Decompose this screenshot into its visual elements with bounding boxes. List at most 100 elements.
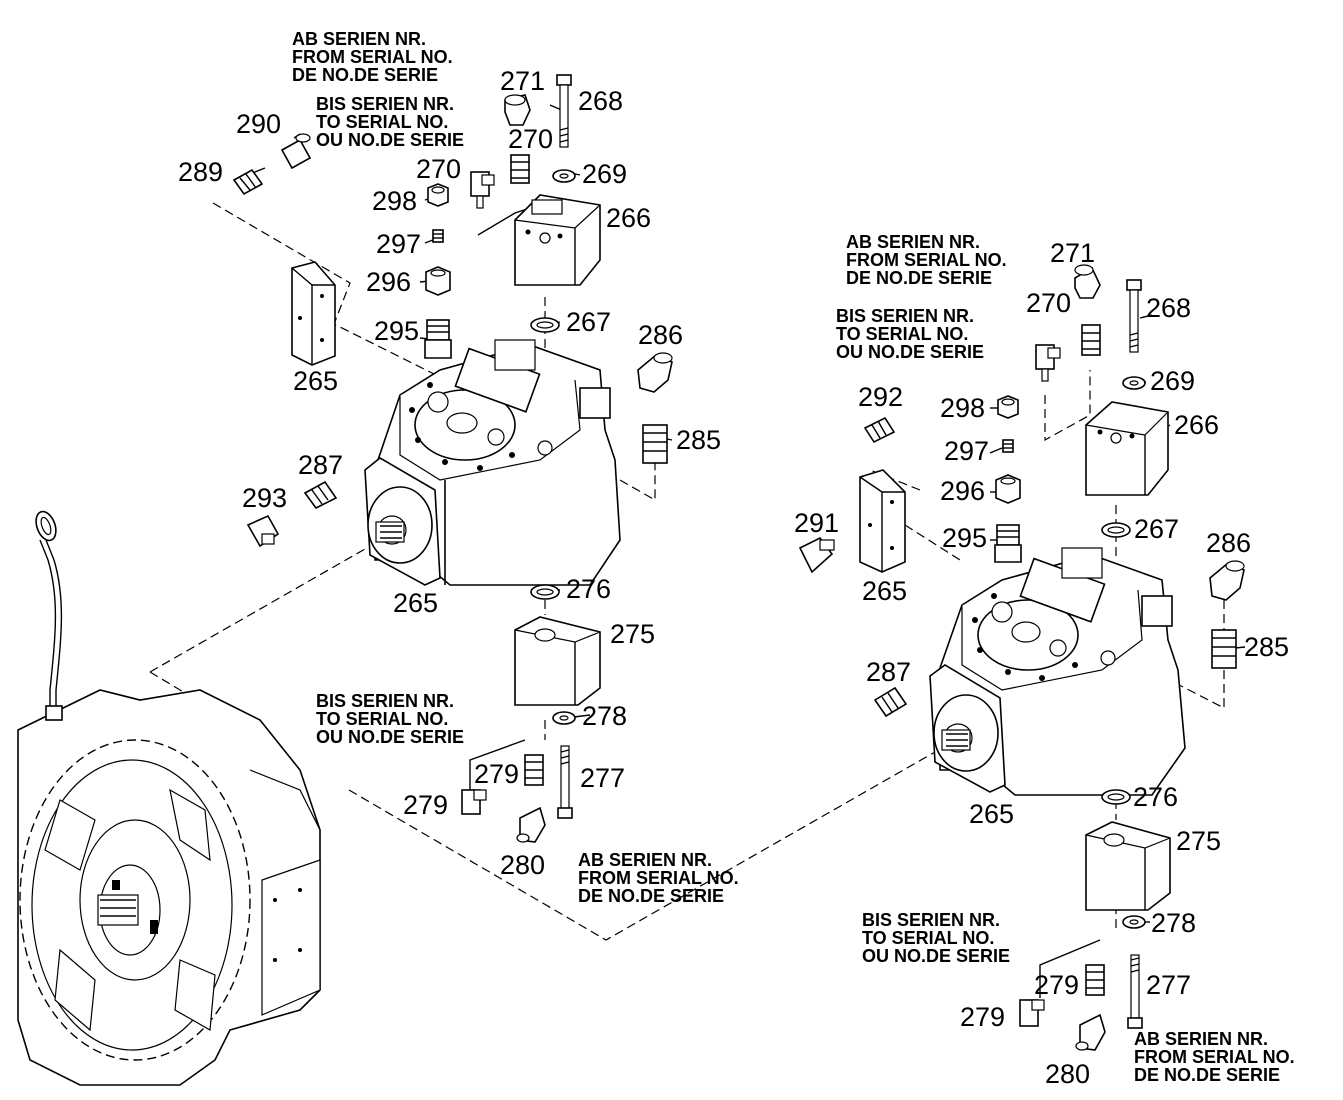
callout-289-left: 289 <box>178 157 223 187</box>
note-ab-4-line1: AB SERIEN NR. <box>1134 1029 1268 1049</box>
note-ab-4-line2: FROM SERIAL NO. <box>1134 1047 1295 1067</box>
elbow-280-left <box>516 806 546 843</box>
note-ab-3-line1: AB SERIEN NR. <box>578 850 712 870</box>
note-bis-4-line2: TO SERIAL NO. <box>862 928 994 948</box>
note-bis-2-line1: BIS SERIEN NR. <box>836 306 974 326</box>
callout-271-right: 271 <box>1050 238 1095 268</box>
callout-265-right-plate: 265 <box>862 576 907 606</box>
plate-265-left <box>291 261 336 366</box>
adapter-295-right <box>994 524 1022 563</box>
bolt-277-left <box>557 745 573 819</box>
callout-292-right: 292 <box>858 382 903 412</box>
note-ab-3-line2: FROM SERIAL NO. <box>578 868 739 888</box>
block-275-right <box>1085 821 1171 911</box>
callout-291-right: 291 <box>794 508 839 538</box>
fitting-270-left-a <box>510 154 530 184</box>
callout-293-left: 293 <box>242 483 287 513</box>
fitting-285-left <box>642 424 668 464</box>
callout-267-left: 267 <box>566 307 611 337</box>
left-assembly <box>232 74 673 843</box>
nut-298-right <box>997 395 1019 419</box>
callout-296-right: 296 <box>940 476 985 506</box>
callout-270-right: 270 <box>1026 288 1071 318</box>
note-ab-2-line1: AB SERIEN NR. <box>846 232 980 252</box>
callout-295-left: 295 <box>374 316 419 346</box>
callout-295-right: 295 <box>942 523 987 553</box>
callout-268-right: 268 <box>1146 293 1191 323</box>
nut-296-left <box>425 266 451 296</box>
callout-279-right-b: 279 <box>960 1002 1005 1032</box>
transmission-housing <box>17 510 321 1086</box>
fitting-270-right-a <box>1081 324 1101 356</box>
note-bis-3-line3: OU NO.DE SERIE <box>316 727 464 747</box>
nut-296-right <box>995 474 1021 504</box>
elbow-280-right <box>1075 1013 1106 1051</box>
callout-276-left: 276 <box>566 574 611 604</box>
callout-271-left: 271 <box>500 66 545 96</box>
note-ab-1-line1: AB SERIEN NR. <box>292 29 426 49</box>
callout-297-left: 297 <box>376 229 421 259</box>
fitting-293-left <box>246 514 280 548</box>
nut-298-left <box>427 183 449 207</box>
callout-280-left: 280 <box>500 850 545 880</box>
callout-268-left: 268 <box>578 86 623 116</box>
elbow-271-left <box>504 94 531 126</box>
callout-275-right: 275 <box>1176 826 1221 856</box>
note-ab-2-line2: FROM SERIAL NO. <box>846 250 1007 270</box>
callout-278-right: 278 <box>1151 908 1196 938</box>
note-ab-4-line3: DE NO.DE SERIE <box>1134 1065 1280 1085</box>
note-ab-1-line2: FROM SERIAL NO. <box>292 47 453 67</box>
pump-body-right <box>929 547 1186 796</box>
note-bis-1-line2: TO SERIAL NO. <box>316 112 448 132</box>
block-266-left <box>514 194 601 286</box>
callout-286-left: 286 <box>638 320 683 350</box>
callout-277-right: 277 <box>1146 970 1191 1000</box>
bolt-268-left <box>556 74 572 148</box>
callout-297-right: 297 <box>944 436 989 466</box>
callout-290-left: 290 <box>236 109 281 139</box>
callout-296-left: 296 <box>366 267 411 297</box>
callout-270-left-b: 270 <box>416 154 461 184</box>
pump-body-left <box>364 339 621 586</box>
fitting-291-right <box>798 536 835 574</box>
serial-notes: AB SERIEN NR. FROM SERIAL NO. DE NO.DE S… <box>292 29 1295 1085</box>
fitting-270-left-b <box>470 171 495 209</box>
elbow-271-right <box>1074 264 1101 299</box>
callout-266-left: 266 <box>606 203 651 233</box>
callout-275-left: 275 <box>610 619 655 649</box>
callout-265-right-pump: 265 <box>969 799 1014 829</box>
elbow-286-right <box>1209 560 1245 601</box>
fitting-279-left-a <box>524 754 544 786</box>
note-ab-2-line3: DE NO.DE SERIE <box>846 268 992 288</box>
fitting-290-left <box>280 133 312 170</box>
right-assembly <box>798 264 1245 1051</box>
elbow-286-left <box>637 352 673 393</box>
block-275-left <box>514 616 601 706</box>
callout-numbers: 290 289 271 268 270 270 269 298 266 297 … <box>178 66 1289 1089</box>
callout-277-left: 277 <box>580 763 625 793</box>
note-bis-3-line2: TO SERIAL NO. <box>316 709 448 729</box>
plate-265-right <box>859 469 906 573</box>
bolt-268-right <box>1126 279 1142 353</box>
fitting-279-right-a <box>1085 964 1105 996</box>
callout-286-right: 286 <box>1206 528 1251 558</box>
bolt-277-right <box>1127 954 1143 1029</box>
callout-285-left: 285 <box>676 425 721 455</box>
callout-279-right-a: 279 <box>1034 970 1079 1000</box>
callout-265-left-pump: 265 <box>393 588 438 618</box>
callout-279-left-a: 279 <box>474 759 519 789</box>
fitting-285-right <box>1211 629 1237 669</box>
note-ab-3-line3: DE NO.DE SERIE <box>578 886 724 906</box>
plug-297-right <box>1002 439 1014 453</box>
note-bis-4-line1: BIS SERIEN NR. <box>862 910 1000 930</box>
callout-270-left-a: 270 <box>508 124 553 154</box>
callout-298-right: 298 <box>940 393 985 423</box>
callout-287-left: 287 <box>298 450 343 480</box>
callout-279-left-b: 279 <box>403 790 448 820</box>
callout-269-left: 269 <box>582 159 627 189</box>
fitting-292-right <box>863 416 896 444</box>
fitting-270-right-b <box>1035 344 1061 382</box>
adapter-295-left <box>424 319 452 359</box>
callout-276-right: 276 <box>1133 782 1178 812</box>
